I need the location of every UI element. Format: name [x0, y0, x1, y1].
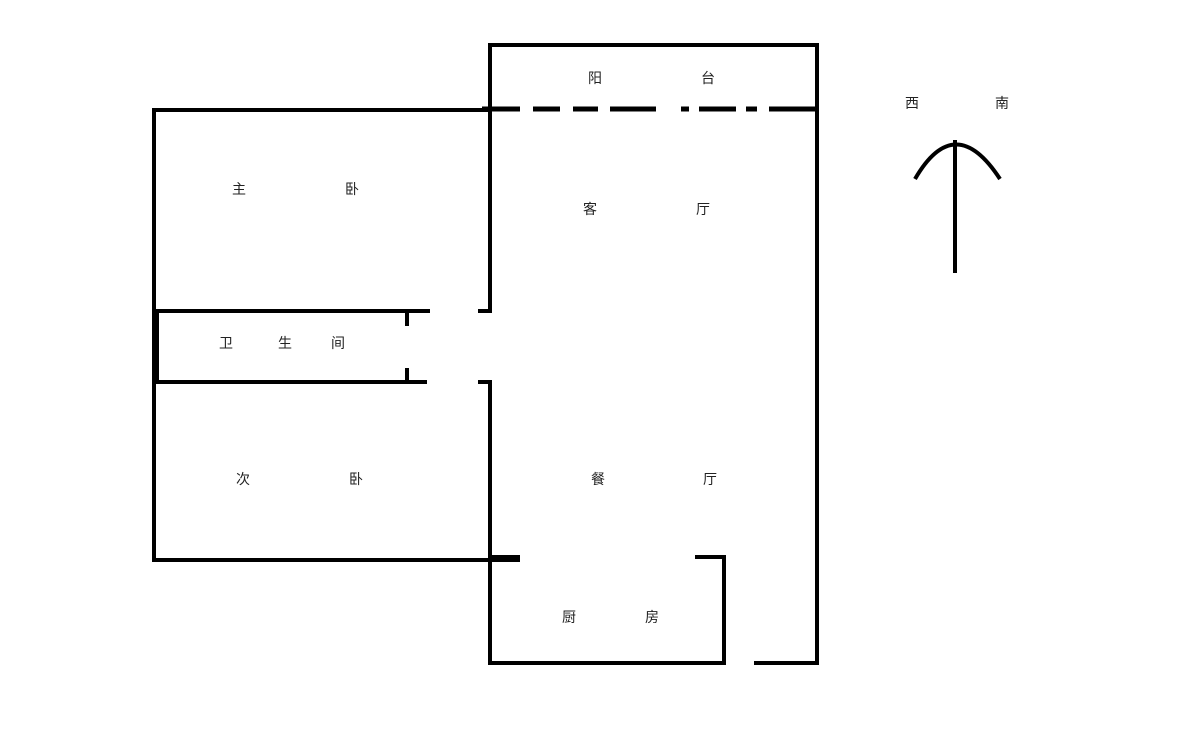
bathroom-label: 间	[331, 336, 345, 352]
second-bedroom-label: 卧	[349, 472, 363, 488]
balcony-label: 台	[701, 71, 715, 87]
living-room-label: 厅	[696, 202, 710, 218]
kitchen-label: 房	[645, 610, 659, 626]
master-bedroom-label: 卧	[345, 182, 359, 198]
compass-south-label: 南	[995, 96, 1009, 112]
compass-west-label: 西	[905, 96, 919, 112]
north-arrow-icon	[913, 140, 1002, 273]
master-bedroom-label: 主	[232, 182, 246, 198]
second-bedroom-label: 次	[236, 472, 250, 488]
bathroom-label: 卫	[219, 336, 233, 352]
dining-room-label: 餐	[591, 472, 605, 488]
dining-room-label: 厅	[703, 472, 717, 488]
living-room-label: 客	[583, 202, 597, 218]
balcony-label: 阳	[588, 71, 602, 87]
kitchen-label: 厨	[562, 610, 576, 626]
bathroom-label: 生	[278, 336, 292, 352]
